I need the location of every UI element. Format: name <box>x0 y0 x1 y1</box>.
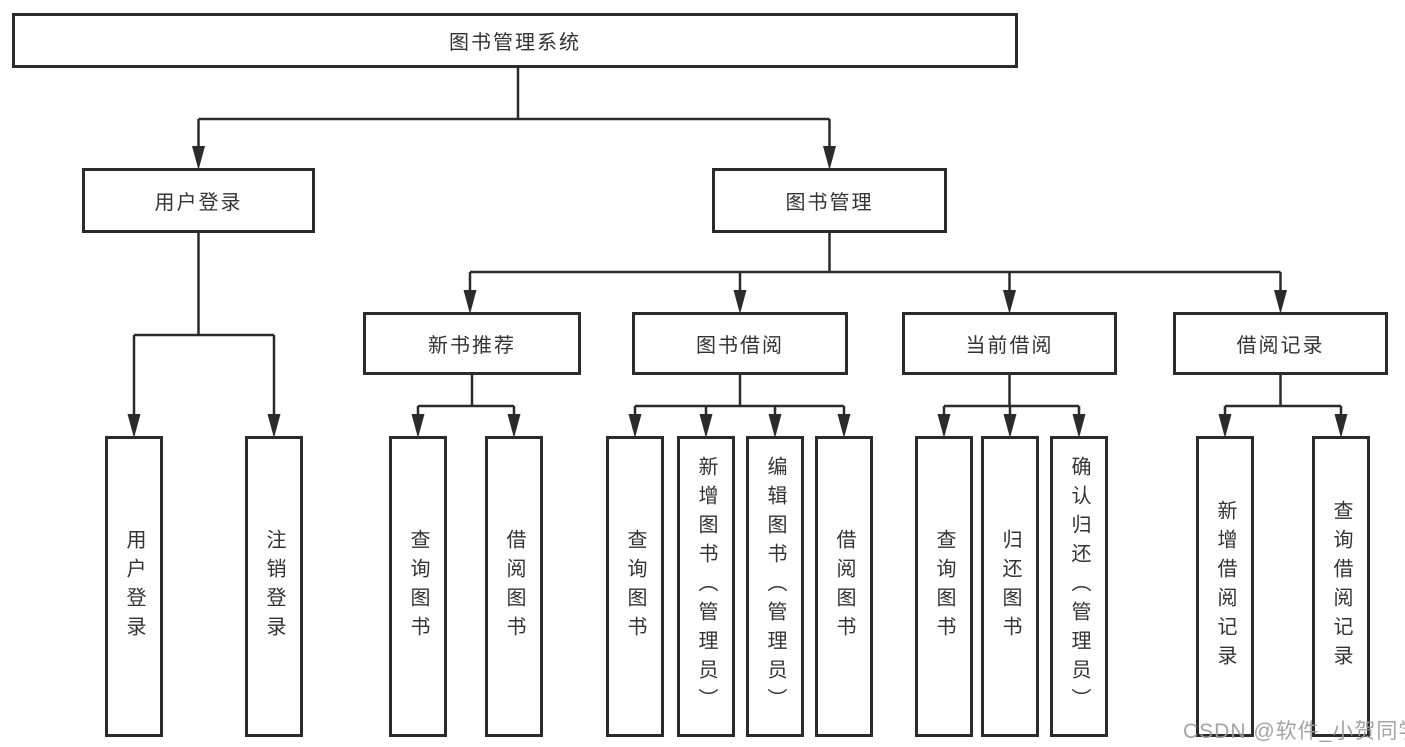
leaf-user-login: 用户登录 <box>105 436 163 737</box>
leaf-borrow-books-recommend: 借阅图书 <box>485 436 543 737</box>
leaf-confirm-return-admin: 确认归还（管理员） <box>1050 436 1108 737</box>
node-root-system: 图书管理系统 <box>12 13 1018 68</box>
node-user-login-label: 用户登录 <box>154 192 243 214</box>
node-book-management: 图书管理 <box>712 168 947 233</box>
leaf-edit-book-admin: 编辑图书（管理员） <box>746 436 804 737</box>
leaf-add-borrow-record: 新增借阅记录 <box>1196 436 1254 737</box>
node-borrow-record-label: 借阅记录 <box>1236 335 1325 357</box>
leaf-query-books-current: 查询图书 <box>915 436 973 737</box>
arrowheads <box>127 146 1348 438</box>
node-book-borrow-label: 图书借阅 <box>696 335 784 357</box>
leaf-return-book: 归还图书 <box>981 436 1039 737</box>
csdn-watermark: CSDN @软件_小贺同学 <box>1183 720 1405 743</box>
node-current-borrow-label: 当前借阅 <box>965 335 1054 357</box>
node-new-book-label: 新书推荐 <box>428 335 516 357</box>
node-user-login: 用户登录 <box>82 168 315 233</box>
leaf-query-books-borrowing: 查询图书 <box>606 436 664 737</box>
leaf-query-books-recommend: 查询图书 <box>389 436 447 737</box>
node-book-borrowing: 图书借阅 <box>632 312 848 375</box>
leaf-logout: 注销登录 <box>245 436 303 737</box>
leaf-query-borrow-record: 查询借阅记录 <box>1312 436 1370 737</box>
leaf-add-book-admin: 新增图书（管理员） <box>677 436 735 737</box>
node-current-borrowing: 当前借阅 <box>902 312 1117 375</box>
node-borrow-records: 借阅记录 <box>1173 312 1388 375</box>
node-new-book-recommendation: 新书推荐 <box>363 312 581 375</box>
node-root-label: 图书管理系统 <box>449 32 581 54</box>
node-book-management-label: 图书管理 <box>785 192 874 214</box>
leaf-borrow-books-borrowing: 借阅图书 <box>815 436 873 737</box>
